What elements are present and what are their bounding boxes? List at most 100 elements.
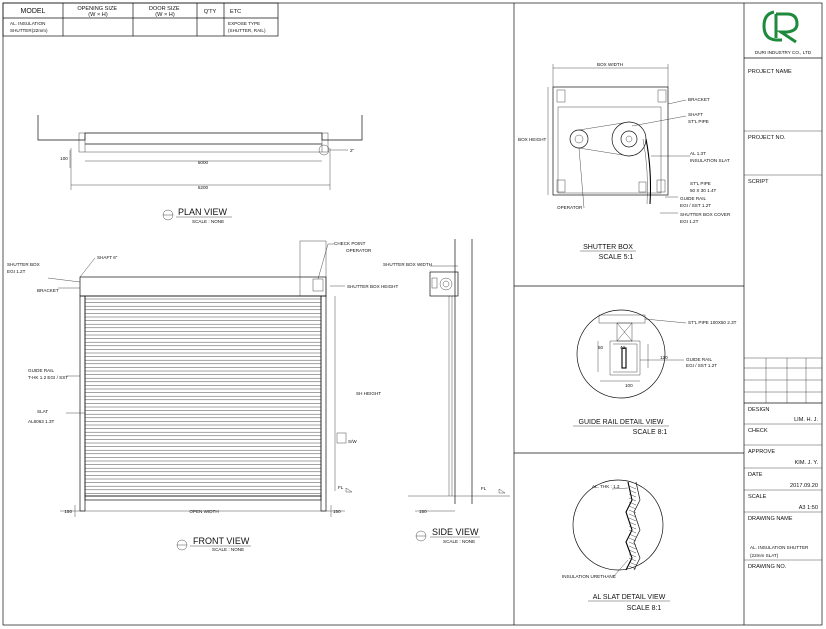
plan-dim-side: 100 <box>60 156 68 161</box>
sbox-shaft: SHAFT <box>688 112 703 117</box>
sbox-slat-spec: INSULATION SLAT <box>690 158 730 163</box>
side-box-width: SHUTTER BOX WIDTH <box>383 262 432 267</box>
front-view-title: FRONT VIEW <box>193 536 250 546</box>
hatch-line <box>628 549 637 554</box>
tb-drawing-name-1: AL. INSULATION SHUTTER <box>750 545 809 550</box>
col-model: MODEL <box>21 8 46 15</box>
hatch-line <box>628 489 637 494</box>
hatch-line <box>628 509 637 514</box>
tb-drawing-name-2: (22mm SLAT) <box>750 553 779 558</box>
slat-insulation-hatch <box>628 485 637 570</box>
sbox-scale: SCALE 5:1 <box>599 254 634 261</box>
front-guide-rail-left <box>79 295 86 512</box>
slat-title: AL SLAT DETAIL VIEW <box>593 594 666 601</box>
sbox-bracket: BRACKET <box>688 97 710 102</box>
row-model-1: AL. INSULATION <box>10 21 45 26</box>
guide-rail-detail: 120 42 50 100 ST'L PIPE 100X50 2.3T GUID… <box>573 309 737 436</box>
sbox-cover: SHUTTER BOX COVER <box>680 212 731 217</box>
slat-detail: AL. THK : 1.3 INSULATION URETHANE AL SLA… <box>562 479 670 612</box>
front-shutter-box-label: SHUTTER BOX <box>7 262 40 267</box>
hatch-line <box>628 565 637 570</box>
plan-dim-inner: 5000 <box>198 160 209 165</box>
hatch-line <box>628 505 637 510</box>
front-slat-label: SLAT <box>37 409 48 414</box>
sbox-box-width: BOX WIDTH <box>597 62 623 67</box>
tb-drawing-no: DRAWING NO. <box>748 564 787 570</box>
col-opening-size: OPENING SIZE (W × H) <box>77 6 118 18</box>
front-bracket-label: BRACKET <box>37 288 59 293</box>
front-sw: S/W <box>348 439 357 444</box>
col-door-size: DOOR SIZE (W × H) <box>149 6 181 18</box>
gr-dim-120: 120 <box>660 355 668 360</box>
sbox-pipe-spec: 50 X 30 1.4T <box>690 188 716 193</box>
slat-urethane: INSULATION URETHANE <box>562 574 616 579</box>
side-fl: FL <box>481 486 487 491</box>
front-fl: FL <box>338 485 344 490</box>
gr-scale: SCALE 8:1 <box>633 429 668 436</box>
hatch-line <box>628 525 637 530</box>
side-view-scale: SCALE : NONE <box>443 539 475 544</box>
gr-title: GUIDE RAIL DETAIL VIEW <box>579 419 664 426</box>
sbox-box-height: BOX HEIGHT <box>518 137 547 142</box>
tb-design: DESIGN <box>748 407 769 413</box>
hatch-line <box>628 541 637 546</box>
company-name: DURI INDUSTRY CO., LTD <box>755 50 812 55</box>
front-guide-rail-label: GUIDE RAIL <box>28 368 54 373</box>
spec-table: MODEL OPENING SIZE (W × H) DOOR SIZE (W … <box>2 2 279 37</box>
sbox-pipe: ST'L PIPE <box>690 181 711 186</box>
side-view-title: SIDE VIEW <box>432 527 479 537</box>
slat-thk: AL. THK : 1.3 <box>592 484 620 489</box>
front-view-scale: SCALE : NONE <box>212 547 244 552</box>
col-qty: Q'TY <box>204 9 217 15</box>
hatch-line <box>628 537 637 542</box>
hatch-line <box>628 485 637 490</box>
front-guide-rail-right <box>320 295 327 512</box>
hatch-line <box>628 545 637 550</box>
sbox-cover-spec: EGI 1.2T <box>680 219 699 224</box>
hatch-line <box>628 553 637 558</box>
tb-drawing-name: DRAWING NAME <box>748 516 793 522</box>
row-etc-2: (SHUTTER, RAIL) <box>228 28 266 33</box>
front-shutter-box <box>79 276 327 297</box>
front-slats <box>85 298 321 494</box>
front-dim-right: 150 <box>333 509 341 514</box>
sbox-shaft-drum <box>611 121 647 157</box>
hatch-line <box>628 521 637 526</box>
front-box-height: SHUTTER BOX HEIGHT <box>347 284 398 289</box>
front-check-point: CHECK POINT <box>334 241 366 246</box>
gr-pipe: ST'L PIPE 100X50 2.3T <box>688 320 737 325</box>
row-etc-1: EXPOSE TYPE <box>228 21 260 26</box>
sbox-guide: GUIDE RAIL <box>680 196 706 201</box>
side-view: SHUTTER BOX WIDTH 150 FL SIDE VIEW SCALE… <box>383 239 510 544</box>
tb-design-val: LIM. H. J. <box>794 417 818 423</box>
hatch-line <box>628 533 637 538</box>
tb-script: SCRIPT <box>748 179 769 185</box>
hatch-line <box>628 529 637 534</box>
side-shutter-box <box>429 271 459 297</box>
company-logo <box>762 10 799 44</box>
tb-project-name: PROJECT NAME <box>748 69 792 75</box>
col-etc: ETC <box>230 9 241 15</box>
sbox-slat: AL 1.3T <box>690 151 706 156</box>
gr-rail-spec: EGI / SST 1.2T <box>686 363 717 368</box>
shutter-box-detail: BOX WIDTH BOX HEIGHT BRACKET SHAFT ST'L … <box>518 62 731 261</box>
slat-scale: SCALE 8:1 <box>627 605 662 612</box>
tb-approve-val: KIM. J. Y. <box>795 460 819 466</box>
sbox-guide-spec: EGI / SST 1.2T <box>680 203 711 208</box>
front-shaft-label: SHAFT 6" <box>97 255 118 260</box>
plan-view-title: PLAN VIEW <box>178 207 228 217</box>
gr-dim-50: 50 <box>598 345 604 350</box>
front-shutter-box-spec: EGI 1.2T <box>7 269 26 274</box>
hatch-line <box>628 497 637 502</box>
tb-check: CHECK <box>748 428 768 434</box>
front-slat-spec: AL6063 1.3T <box>28 419 55 424</box>
front-sh-height: SH HEIGHT <box>356 391 381 396</box>
front-operator <box>312 278 324 292</box>
tb-approve: APPROVE <box>748 449 775 455</box>
tb-scale: SCALE <box>748 494 767 500</box>
hatch-line <box>628 557 637 562</box>
plan-view: 5000 5200 100 2" PLAN VIEW SCALE : NONE <box>37 115 363 224</box>
gr-rail: GUIDE RAIL <box>686 357 712 362</box>
